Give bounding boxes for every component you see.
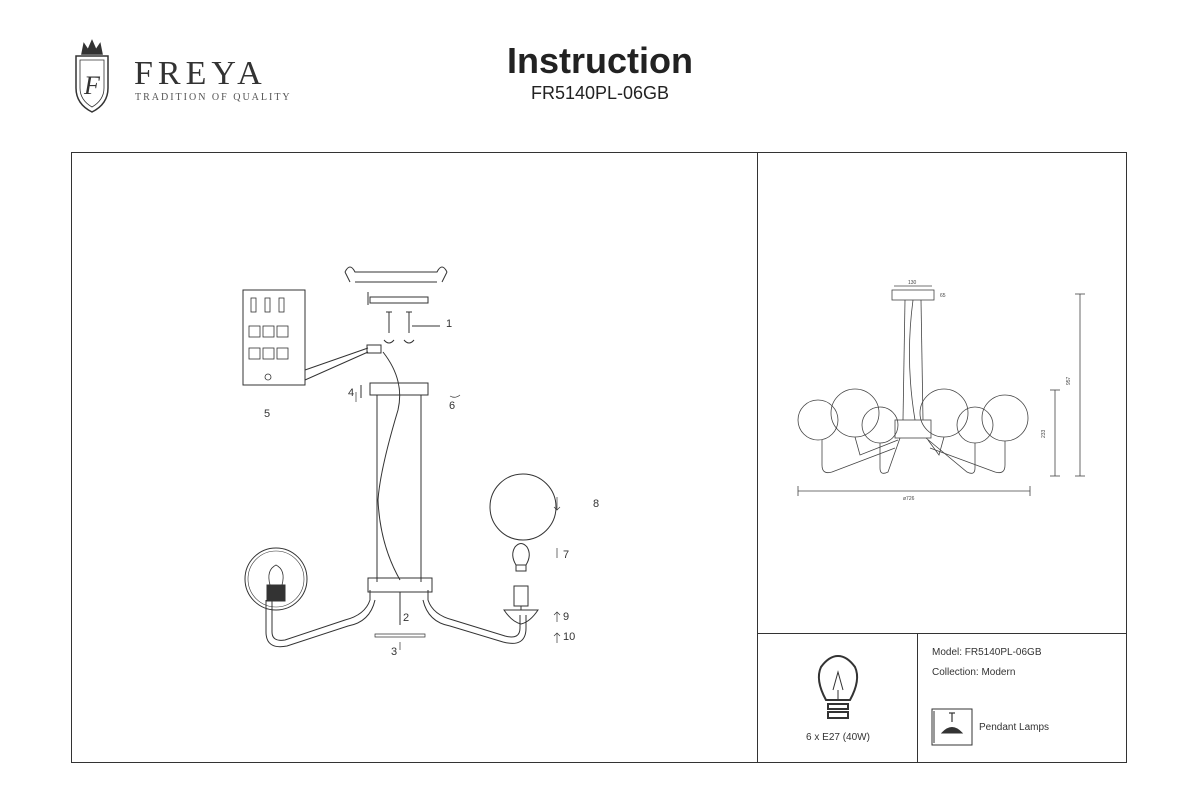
svg-text:F: F bbox=[83, 71, 101, 100]
model-info: Model: FR5140PL-06GB bbox=[932, 647, 1042, 658]
bulb-spec: 6 x E27 (40W) bbox=[806, 732, 870, 743]
ceiling bbox=[344, 266, 448, 273]
main-frame bbox=[71, 152, 1127, 763]
assembly-diagram bbox=[242, 266, 561, 650]
socket bbox=[513, 585, 529, 607]
canopy bbox=[369, 382, 429, 396]
part-label-7: 7 bbox=[563, 549, 570, 561]
power-cable bbox=[377, 351, 401, 581]
dim-canopy bbox=[891, 289, 935, 301]
collection-info: Collection: Modern bbox=[932, 667, 1016, 678]
dim-globes bbox=[797, 388, 1029, 444]
brand-tagline: TRADITION OF QUALITY bbox=[135, 92, 292, 103]
part-label-6: 6 bbox=[449, 400, 456, 412]
lamp-type-label: Pendant Lamps bbox=[979, 722, 1050, 733]
part-label-5: 5 bbox=[264, 408, 271, 420]
part-label-9: 9 bbox=[563, 611, 570, 623]
dim-body bbox=[894, 419, 932, 439]
part-label-2: 2 bbox=[403, 612, 410, 624]
left-arm bbox=[271, 590, 371, 641]
part-label-8: 8 bbox=[593, 498, 600, 510]
pendant-lamp-icon bbox=[931, 708, 973, 746]
freya-logo: F bbox=[75, 39, 109, 113]
part-label-10: 10 bbox=[563, 631, 576, 643]
terminal-block-inset bbox=[242, 289, 306, 386]
crest-icon: F bbox=[75, 39, 109, 113]
glass-globe bbox=[489, 473, 557, 541]
ceiling-screws bbox=[383, 311, 440, 344]
dim-arms bbox=[821, 436, 1006, 474]
dim-label-diameter: ø726 bbox=[903, 496, 915, 502]
brand-name: FREYA bbox=[134, 55, 267, 92]
part-label-4: 4 bbox=[348, 387, 355, 399]
part-label-3: 3 bbox=[391, 646, 398, 658]
light-bulb-icon bbox=[817, 654, 859, 719]
right-arm bbox=[427, 590, 521, 638]
left-globe bbox=[244, 547, 308, 611]
dim-label-body-height: 233 bbox=[1041, 429, 1047, 438]
dim-label-total-height: 957 bbox=[1066, 376, 1072, 385]
bulb bbox=[512, 543, 530, 566]
dim-label-canopy-width: 130 bbox=[908, 280, 917, 286]
mounting-bracket bbox=[369, 296, 429, 304]
page-title: Instruction bbox=[507, 40, 693, 81]
dimension-drawing bbox=[797, 285, 1085, 496]
dim-label-canopy-height: 65 bbox=[940, 293, 946, 299]
model-code: FR5140PL-06GB bbox=[530, 83, 670, 103]
central-body bbox=[367, 577, 433, 593]
part-label-1: 1 bbox=[446, 318, 453, 330]
